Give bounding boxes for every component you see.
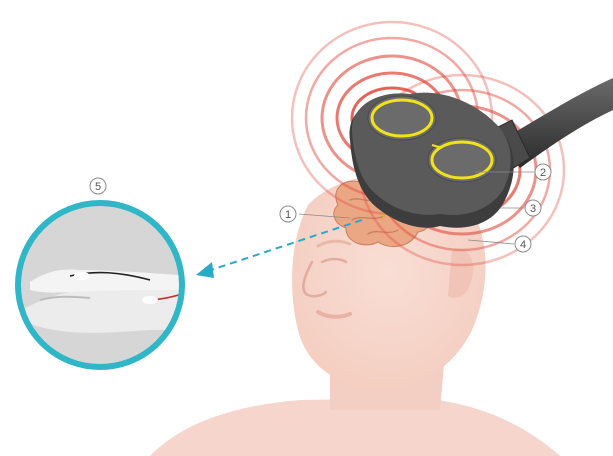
callout-1-label: 1 xyxy=(285,209,291,221)
callout-5: 5 xyxy=(90,178,106,194)
callout-4-label: 4 xyxy=(520,239,526,251)
callout-2: 2 xyxy=(535,164,551,180)
callout-4: 4 xyxy=(515,236,531,252)
arrowhead-icon xyxy=(196,262,214,278)
coil-winding-left xyxy=(368,96,436,140)
coil-winding-right xyxy=(428,138,496,182)
callout-3: 3 xyxy=(525,200,541,216)
callout-5-label: 5 xyxy=(95,181,101,193)
callout-3-label: 3 xyxy=(530,203,536,215)
inset-hand xyxy=(18,203,190,367)
callout-1: 1 xyxy=(280,206,296,222)
callout-2-label: 2 xyxy=(540,167,546,179)
